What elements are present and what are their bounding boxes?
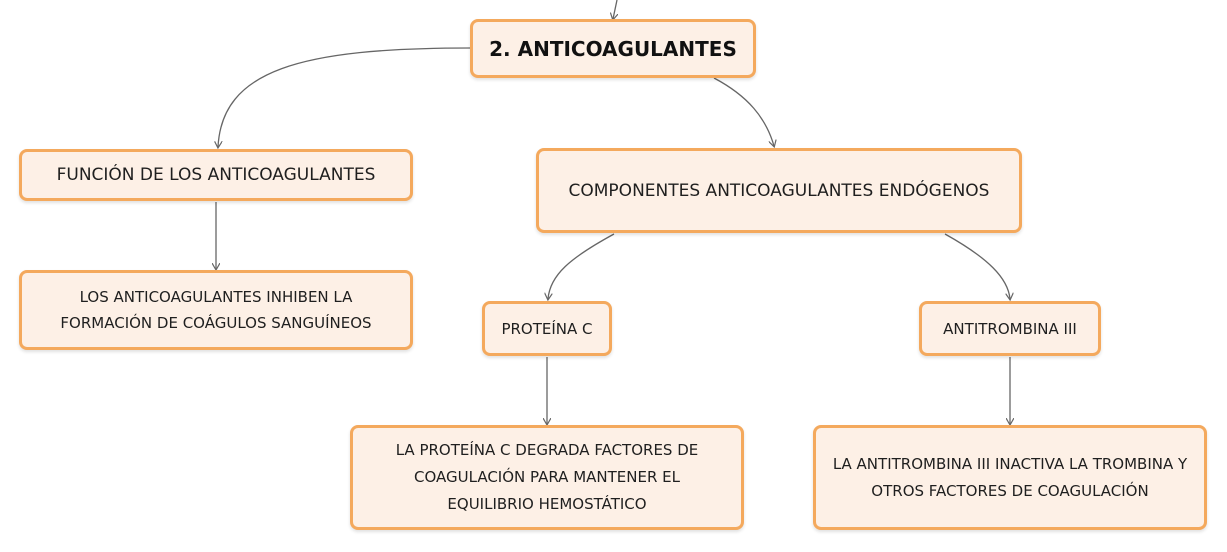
- node-inhiben[interactable]: LOS ANTICOAGULANTES INHIBEN LA FORMACIÓN…: [19, 270, 413, 350]
- node-antitrombina-label: ANTITROMBINA III: [943, 319, 1077, 338]
- edge-componentes-to-antitrombina: [944, 233, 1010, 299]
- node-inhiben-label: LOS ANTICOAGULANTES INHIBEN LA FORMACIÓN…: [60, 288, 372, 332]
- node-proteina-c-label: PROTEÍNA C: [501, 319, 593, 338]
- node-antitrombina[interactable]: ANTITROMBINA III: [919, 301, 1101, 356]
- edge-root-to-componentes: [713, 77, 774, 146]
- node-componentes[interactable]: COMPONENTES ANTICOAGULANTES ENDÓGENOS: [536, 148, 1022, 233]
- edge-componentes-to-proteina: [548, 233, 615, 299]
- root-node-anticoagulantes[interactable]: 2. ANTICOAGULANTES: [470, 19, 756, 78]
- node-proteina-c-desc[interactable]: LA PROTEÍNA C DEGRADA FACTORES DE COAGUL…: [350, 425, 744, 530]
- node-proteina-c[interactable]: PROTEÍNA C: [482, 301, 612, 356]
- edge-parent-to-root: [613, 0, 617, 19]
- node-funcion[interactable]: FUNCIÓN DE LOS ANTICOAGULANTES: [19, 149, 413, 201]
- node-funcion-label: FUNCIÓN DE LOS ANTICOAGULANTES: [56, 165, 376, 185]
- node-proteina-c-desc-label: LA PROTEÍNA C DEGRADA FACTORES DE COAGUL…: [395, 441, 699, 513]
- node-antitrombina-desc[interactable]: LA ANTITROMBINA III INACTIVA LA TROMBINA…: [813, 425, 1207, 530]
- node-antitrombina-desc-label: LA ANTITROMBINA III INACTIVA LA TROMBINA…: [832, 454, 1188, 500]
- root-node-label: 2. ANTICOAGULANTES: [489, 36, 737, 61]
- edge-root-to-funcion: [218, 47, 471, 147]
- node-componentes-label: COMPONENTES ANTICOAGULANTES ENDÓGENOS: [568, 180, 990, 201]
